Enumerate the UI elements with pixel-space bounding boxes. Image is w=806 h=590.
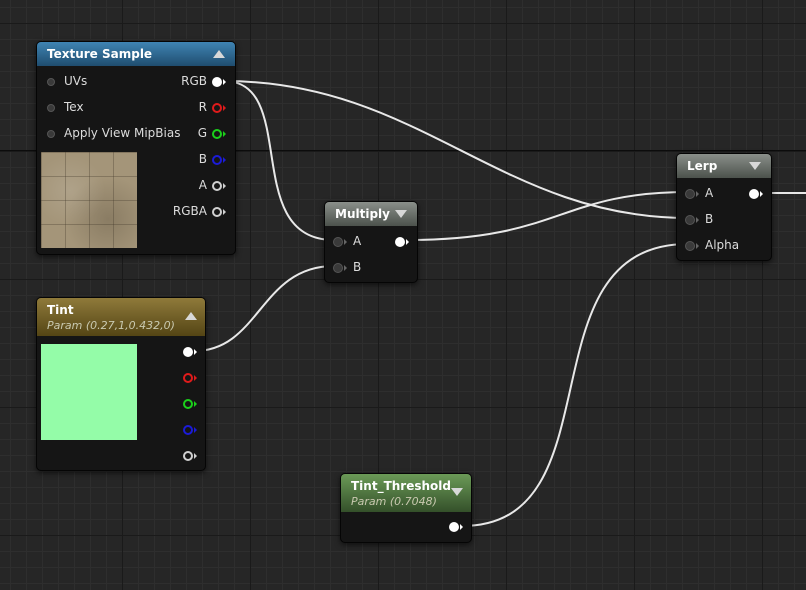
tint-threshold-subtitle: Param (0.7048) [351, 494, 437, 508]
multiply-a-arrow-icon [344, 239, 347, 245]
b-label: B [198, 152, 207, 166]
texture-sample-node[interactable]: Texture Sample UVs Tex Apply View MipBia… [36, 41, 236, 255]
texture-sample-title: Texture Sample [47, 47, 153, 61]
collapse-triangle-icon[interactable] [185, 312, 197, 320]
wire-threshold-to-lerp-alpha [461, 243, 689, 527]
lerp-title: Lerp [687, 159, 718, 173]
multiply-b-arrow-icon [344, 265, 347, 271]
multiply-a-label: A [353, 234, 362, 248]
wire-rgb-to-multiply-a [223, 80, 335, 241]
multiply-b-label: B [353, 260, 362, 274]
tint-a-output-pin[interactable] [183, 451, 193, 461]
wire-tint-to-multiply-b [193, 265, 335, 352]
lerp-alpha-label: Alpha [705, 238, 740, 252]
tint-threshold-output-pin[interactable] [449, 522, 459, 532]
lerp-alpha-input-pin[interactable] [685, 241, 695, 251]
lerp-header[interactable]: Lerp [677, 154, 771, 178]
a-label: A [198, 178, 207, 192]
tint-threshold-header[interactable]: Tint_Threshold Param (0.7048) [341, 474, 471, 512]
a-output-pin[interactable] [212, 181, 222, 191]
tint-title: Tint [47, 302, 74, 317]
tint-g-output-pin[interactable] [183, 399, 193, 409]
texture-sample-header[interactable]: Texture Sample [37, 42, 235, 66]
lerp-output-pin[interactable] [749, 189, 759, 199]
tint-threshold-arrow-icon [460, 524, 463, 530]
lerp-a-input-pin[interactable] [685, 189, 695, 199]
tint-header[interactable]: Tint Param (0.27,1,0.432,0) [37, 298, 205, 336]
r-label: R [198, 100, 207, 114]
collapse-triangle-icon[interactable] [395, 210, 407, 218]
collapse-triangle-icon[interactable] [213, 50, 225, 58]
rgba-output-pin[interactable] [212, 207, 222, 217]
multiply-title: Multiply [335, 207, 390, 221]
tint-rgb-arrow-icon [194, 349, 197, 355]
texture-preview-image [41, 152, 137, 248]
a-arrow-icon [223, 183, 226, 189]
lerp-b-input-pin[interactable] [685, 215, 695, 225]
tint-color-swatch [41, 344, 137, 440]
multiply-a-input-pin[interactable] [333, 237, 343, 247]
lerp-alpha-arrow-icon [696, 243, 699, 249]
r-arrow-icon [223, 105, 226, 111]
tex-input-pin[interactable] [47, 104, 55, 112]
multiply-node[interactable]: Multiply A B [324, 201, 418, 283]
tint-threshold-title: Tint_Threshold [351, 478, 451, 493]
tint-threshold-node[interactable]: Tint_Threshold Param (0.7048) [340, 473, 472, 543]
collapse-triangle-icon[interactable] [451, 488, 463, 496]
tint-a-arrow-icon [194, 453, 197, 459]
b-output-pin[interactable] [212, 155, 222, 165]
g-arrow-icon [223, 131, 226, 137]
uvs-input-pin[interactable] [47, 78, 55, 86]
rgba-arrow-icon [223, 209, 226, 215]
rgb-arrow-icon [223, 79, 226, 85]
mipbias-input-pin[interactable] [47, 130, 55, 138]
tint-subtitle: Param (0.27,1,0.432,0) [47, 318, 175, 332]
tint-g-arrow-icon [194, 401, 197, 407]
tint-node[interactable]: Tint Param (0.27,1,0.432,0) [36, 297, 206, 471]
tint-r-output-pin[interactable] [183, 373, 193, 383]
multiply-output-arrow-icon [406, 239, 409, 245]
lerp-b-arrow-icon [696, 217, 699, 223]
uvs-label: UVs [64, 74, 88, 88]
rgb-output-pin[interactable] [212, 77, 222, 87]
tex-label: Tex [64, 100, 84, 114]
tint-r-arrow-icon [194, 375, 197, 381]
lerp-b-label: B [705, 212, 714, 226]
collapse-triangle-icon[interactable] [749, 162, 761, 170]
tint-b-arrow-icon [194, 427, 197, 433]
mipbias-label: Apply View MipBias [64, 126, 181, 140]
rgba-label: RGBA [172, 204, 207, 218]
g-label: G [197, 126, 207, 140]
multiply-output-pin[interactable] [395, 237, 405, 247]
wire-multiply-to-lerp-a [407, 191, 689, 241]
b-arrow-icon [223, 157, 226, 163]
multiply-b-input-pin[interactable] [333, 263, 343, 273]
r-output-pin[interactable] [212, 103, 222, 113]
lerp-output-arrow-icon [760, 191, 763, 197]
multiply-header[interactable]: Multiply [325, 202, 417, 226]
tint-rgb-output-pin[interactable] [183, 347, 193, 357]
g-output-pin[interactable] [212, 129, 222, 139]
rgb-label: RGB [181, 74, 207, 88]
lerp-a-label: A [705, 186, 714, 200]
lerp-node[interactable]: Lerp A B Alpha [676, 153, 772, 261]
lerp-a-arrow-icon [696, 191, 699, 197]
tint-b-output-pin[interactable] [183, 425, 193, 435]
